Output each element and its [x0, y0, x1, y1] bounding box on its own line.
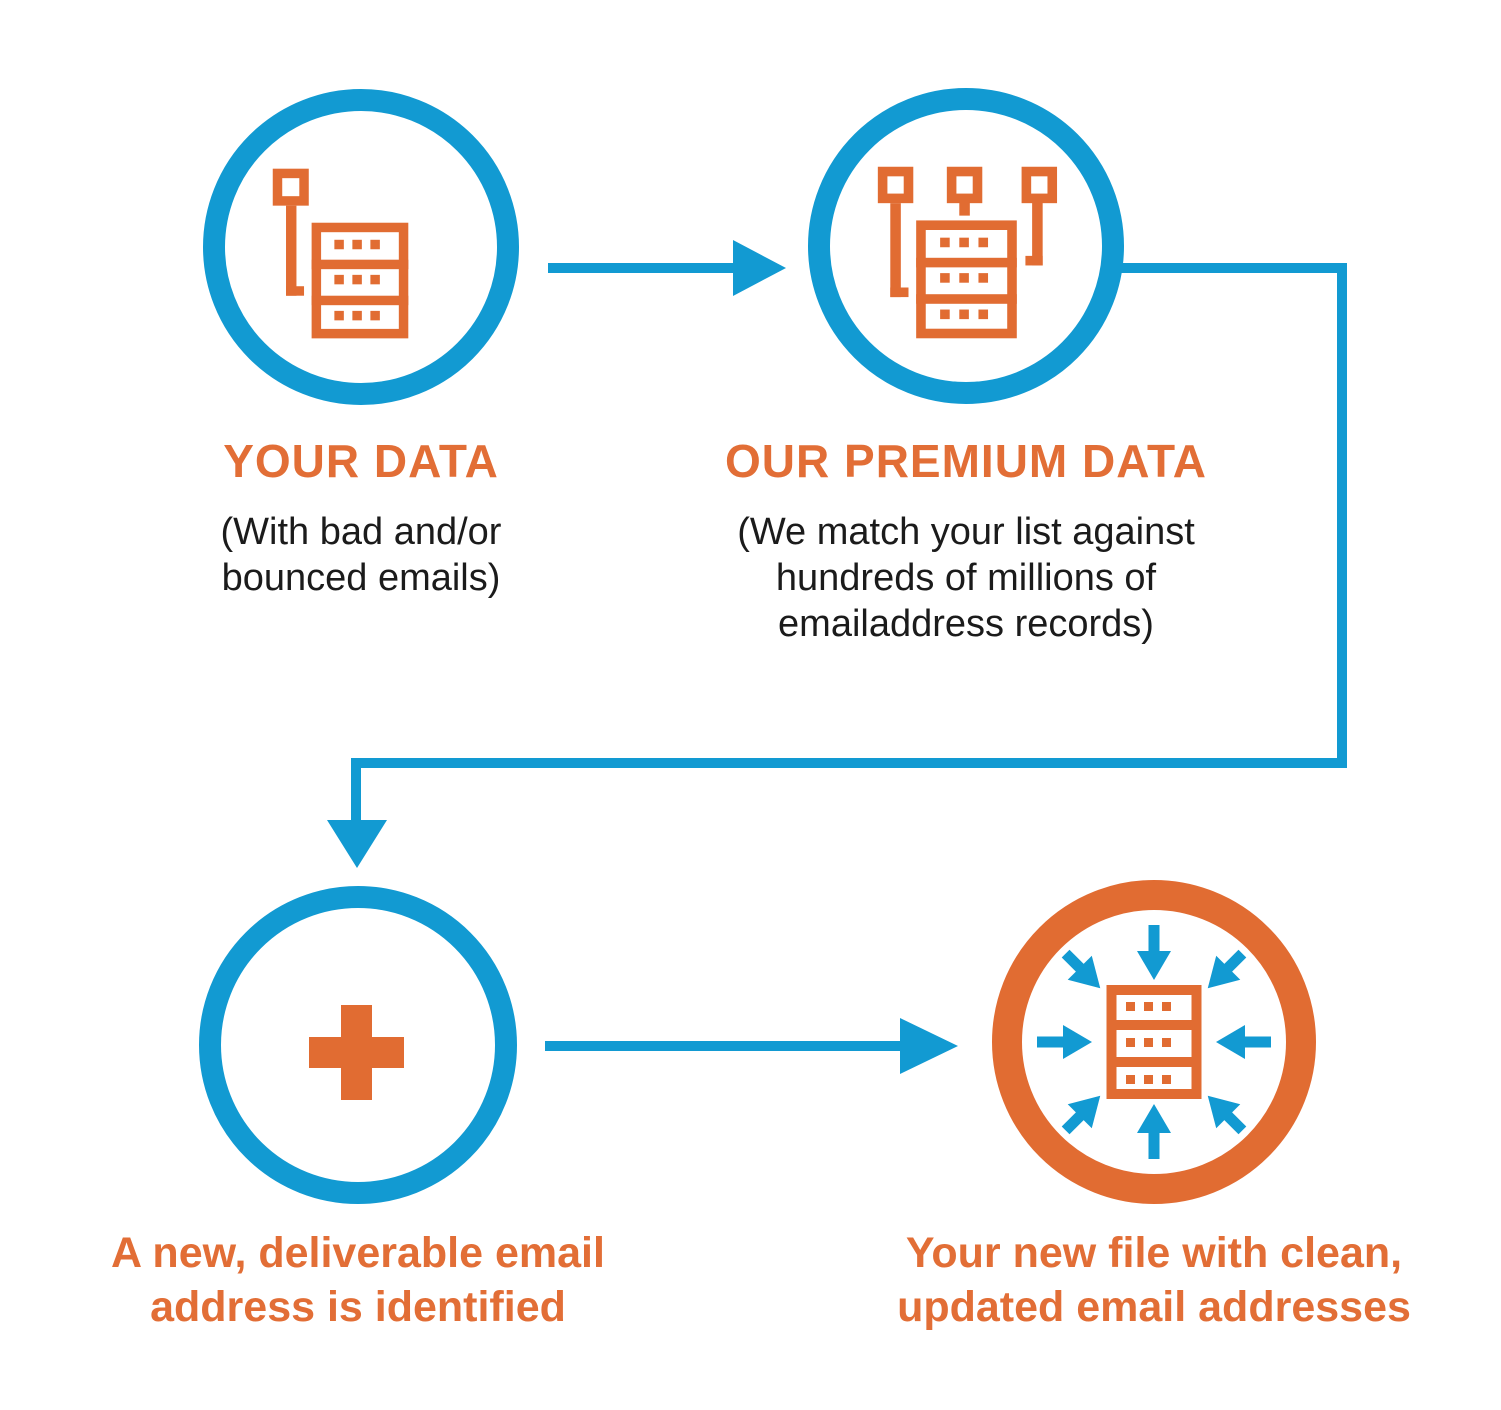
- your-data-label: YOUR DATA (With bad and/or bounced email…: [61, 436, 661, 601]
- right-arrow-icon: [545, 1018, 958, 1074]
- inward-arrows: [1037, 925, 1271, 1159]
- new-email-caption: A new, deliverable email address is iden…: [111, 1229, 605, 1332]
- step-title: YOUR DATA: [223, 435, 499, 487]
- database-multi-connector-icon: [877, 166, 1058, 339]
- plus-icon: [308, 1004, 404, 1100]
- right-arrow-icon: [548, 240, 786, 296]
- new-email-circle: [199, 886, 517, 1204]
- step-subtitle: (With bad and/or bounced emails): [220, 510, 502, 599]
- database-single-connector-icon: [272, 168, 409, 339]
- premium-data-label: OUR PREMIUM DATA (We match your list aga…: [666, 436, 1266, 648]
- clean-file-circle: [992, 880, 1316, 1204]
- step-subtitle: (We match your list against hundreds of …: [737, 510, 1195, 646]
- clean-file-caption: Your new file with clean, updated email …: [897, 1229, 1411, 1332]
- database-converging-arrows-icon: [1037, 925, 1271, 1159]
- step-title: OUR PREMIUM DATA: [725, 435, 1207, 487]
- your-data-circle: [203, 89, 519, 405]
- premium-data-circle: [808, 88, 1124, 404]
